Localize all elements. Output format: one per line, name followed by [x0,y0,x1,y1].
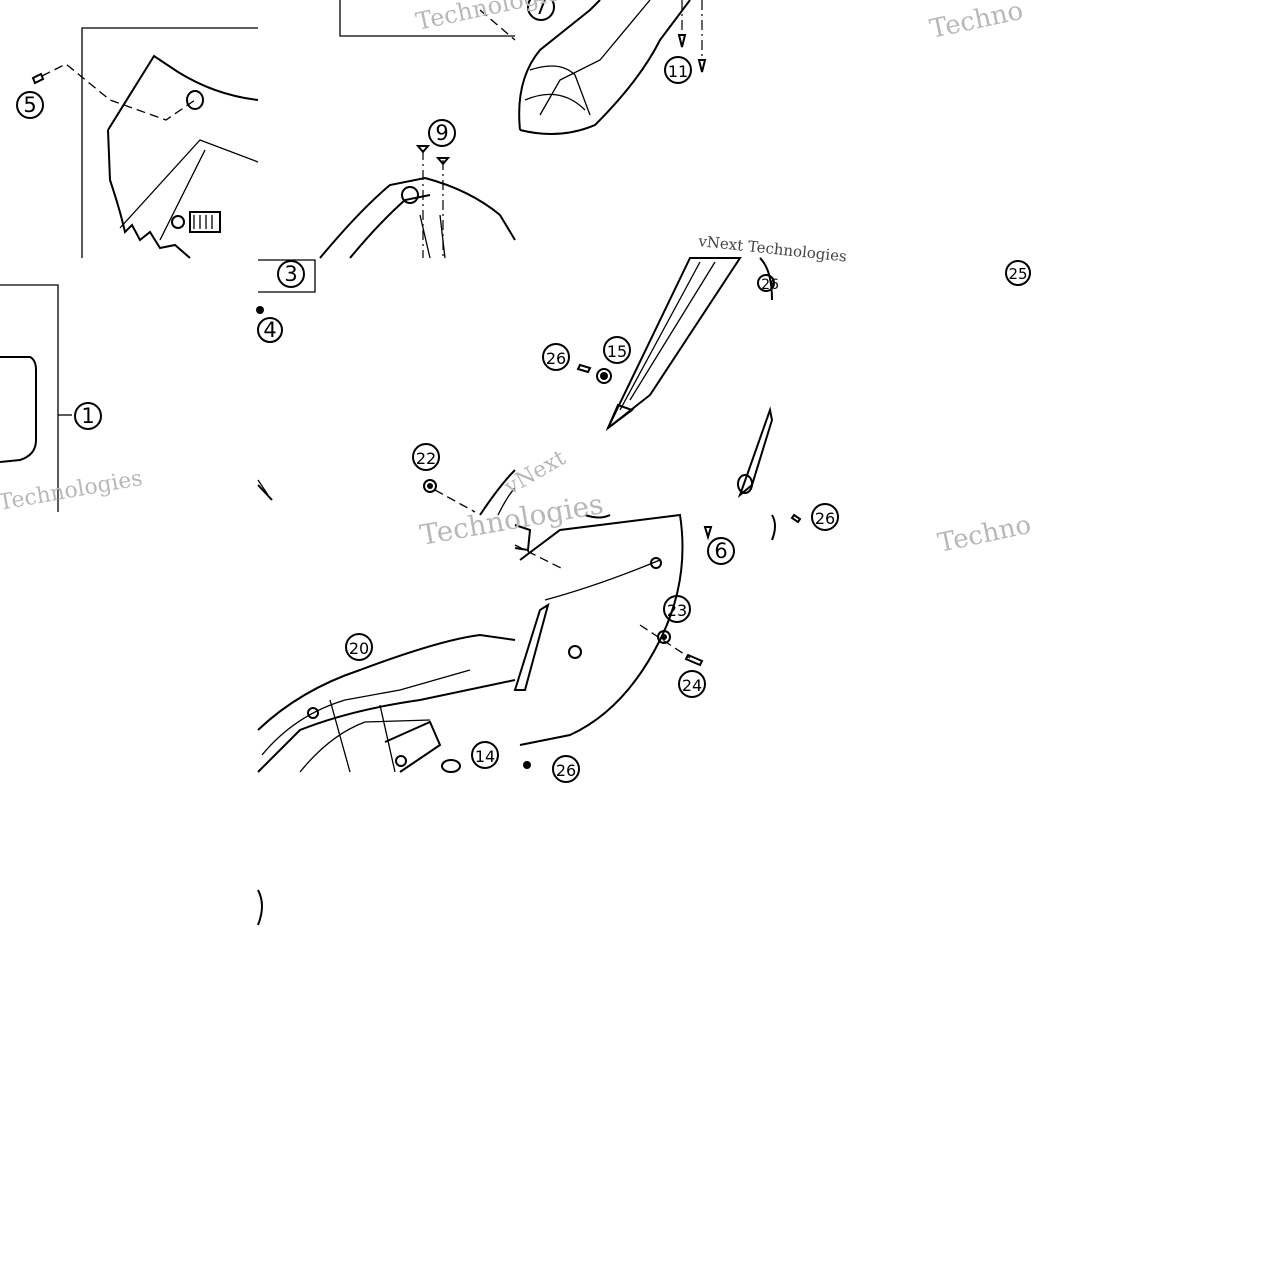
callout-6: 6 [707,537,735,565]
svg-text:24: 24 [682,676,702,695]
svg-text:4: 4 [263,318,276,342]
callout-26: 26 [757,274,779,293]
callout-26: 26 [811,503,839,531]
callout-11: 11 [664,56,692,84]
svg-text:26: 26 [556,761,576,780]
callout-23: 23 [663,595,691,623]
callout-15: 15 [603,336,631,364]
side-number-plate-drawing [513,513,713,769]
svg-text:22: 22 [416,449,436,468]
svg-text:26: 26 [815,509,835,528]
watermark-text: vNext [500,445,571,500]
fastener-fragment-drawing [771,513,802,541]
watermark-text: Technologies [0,466,144,516]
svg-text:5: 5 [23,93,36,117]
callout-5: 5 [16,91,44,119]
callout-26: 26 [552,755,580,783]
svg-text:26: 26 [761,277,779,293]
svg-text:6: 6 [714,539,727,563]
callout-24: 24 [678,670,706,698]
svg-text:20: 20 [349,639,369,658]
callout-26: 26 [542,343,570,371]
watermark-text: Techno [927,0,1026,45]
svg-text:23: 23 [667,601,687,620]
side-panel-drawing [0,284,72,512]
bracket-fragment-drawing [256,306,516,516]
svg-text:11: 11 [668,62,688,81]
callout-25: 25 [1005,260,1031,286]
watermark-text: Technologies [413,0,574,36]
svg-text:15: 15 [607,342,627,361]
rear-fender-drawing [257,633,516,926]
callout-4: 4 [257,317,283,343]
headlight-cover-drawing [258,0,516,293]
svg-text:3: 3 [284,262,297,286]
svg-text:26: 26 [546,349,566,368]
svg-text:9: 9 [435,121,448,145]
svg-text:25: 25 [1008,265,1027,283]
front-fender-drawing [518,0,707,135]
callout-20: 20 [345,633,373,661]
watermark-text: vNext Technologies [697,232,848,266]
callout-14: 14 [471,741,499,769]
side-strip-drawing [576,257,774,499]
callout-22: 22 [412,443,440,471]
watermark-text: Techno [935,510,1034,559]
callout-7: 7 [527,0,555,21]
svg-text:14: 14 [475,747,495,766]
callout-9: 9 [428,119,456,147]
number-plate-drawing [0,0,259,259]
callout-1: 1 [74,402,102,430]
svg-text:1: 1 [81,404,94,428]
callout-3: 3 [277,260,305,288]
svg-text:7: 7 [534,0,547,19]
